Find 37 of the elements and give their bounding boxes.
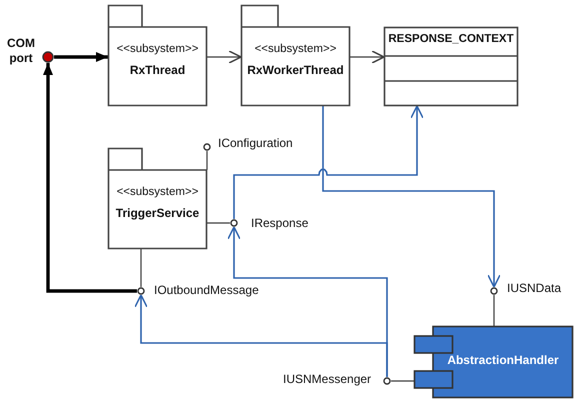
package-box — [108, 148, 207, 249]
port-label: COM port — [6, 36, 36, 66]
component-name: RxWorkerThread — [246, 63, 345, 77]
interface-lollipop — [383, 377, 391, 385]
component-box — [414, 326, 573, 398]
interface-label: IUSNMessenger — [283, 372, 372, 386]
arrow — [134, 294, 388, 377]
arrow — [54, 52, 108, 62]
interface-lollipop — [137, 287, 145, 295]
stereotype-label: <<subsystem>> — [116, 43, 200, 55]
arrow — [233, 105, 424, 219]
interface-label: IUSNData — [507, 281, 562, 295]
connector-line — [493, 295, 495, 326]
class-box — [384, 27, 518, 106]
connector-line — [140, 249, 142, 287]
interface-label: IResponse — [251, 216, 308, 230]
interface-lollipop — [203, 143, 211, 151]
component-name: AbstractionHandler — [446, 353, 560, 367]
connector-line — [206, 151, 208, 170]
interface-label: IOutboundMessage — [154, 283, 259, 297]
interface-lollipop — [230, 219, 238, 227]
arrow — [350, 50, 385, 64]
component-name: TriggerService — [114, 206, 200, 220]
interface-label: IConfiguration — [218, 136, 293, 150]
connector-line — [391, 380, 414, 382]
package-box — [241, 5, 350, 106]
arrow — [43, 63, 137, 293]
stereotype-label: <<subsystem>> — [254, 43, 338, 55]
package-box — [108, 5, 207, 106]
class-name: RESPONSE_CONTEXT — [387, 33, 515, 45]
component-name: RxThread — [128, 63, 186, 77]
connector-line — [207, 222, 230, 224]
interface-lollipop — [490, 287, 498, 295]
stereotype-label: <<subsystem>> — [116, 186, 200, 198]
arrow — [322, 106, 501, 288]
port-dot — [42, 51, 54, 63]
arrow — [207, 50, 242, 64]
